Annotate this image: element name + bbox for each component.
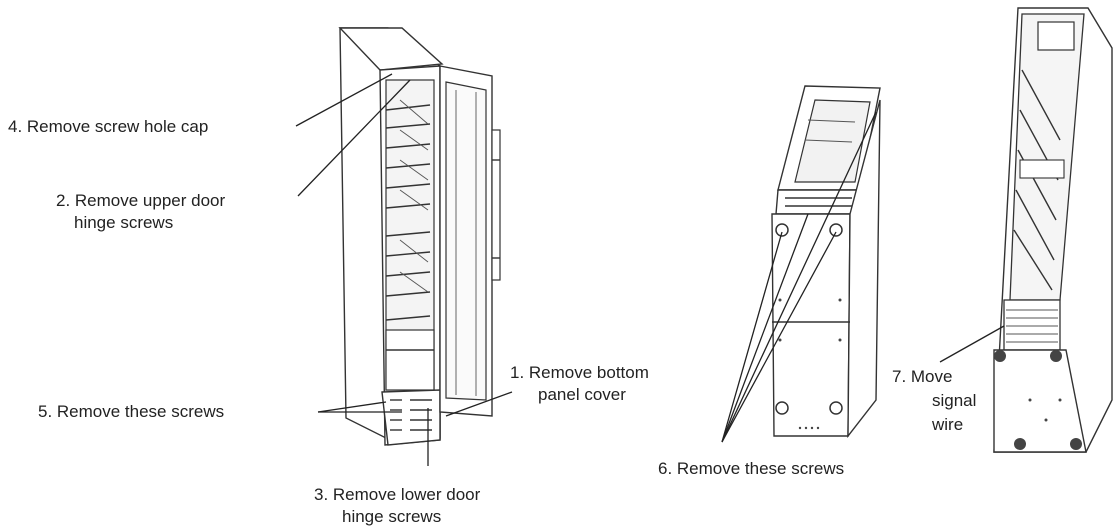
cabinet-interior-illustration — [993, 7, 1113, 453]
step-7-label-line1: 7. Move — [892, 367, 953, 386]
step-2-label-line1: 2. Remove upper door — [56, 191, 226, 210]
step-3-label-line1: 3. Remove lower door — [314, 485, 481, 504]
step-5-label: 5. Remove these screws — [38, 402, 225, 421]
leader-lines — [295, 73, 1005, 466]
step-1-label-line2: panel cover — [538, 385, 626, 404]
step-3-label-line2: hinge screws — [342, 507, 442, 526]
step-2-label-line2: hinge screws — [74, 213, 174, 232]
step-6-label: 6. Remove these screws — [658, 459, 845, 478]
wine-cooler-front-illustration — [338, 27, 501, 446]
step-7-label-line3: wire — [932, 415, 964, 434]
step-7-label-line2: signal — [932, 391, 977, 410]
step-1-label-line1: 1. Remove bottom — [510, 363, 649, 382]
step-4-label: 4. Remove screw hole cap — [8, 117, 209, 136]
cabinet-rear-illustration — [771, 85, 881, 439]
